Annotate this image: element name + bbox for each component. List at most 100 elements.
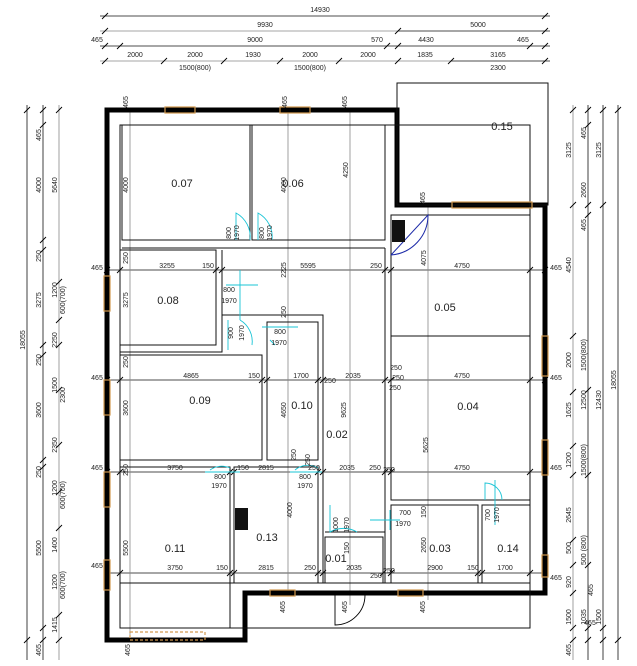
interior-dimension: 2815: [258, 565, 274, 572]
dimension-tick: [39, 624, 47, 632]
dimension-tick: [39, 351, 47, 359]
right-dimension: 920: [566, 576, 573, 588]
door-dimension: 800: [226, 227, 233, 239]
wall-thickness-dimension: 465: [342, 96, 349, 108]
left-dimension: 1415: [52, 617, 59, 633]
dimension-tick: [101, 12, 109, 20]
dimension-tick: [101, 27, 109, 35]
interior-dimension: 9625: [341, 402, 348, 418]
dimension-tick: [541, 42, 549, 50]
dimension-tick: [569, 589, 577, 597]
dimension-tick: [39, 121, 47, 129]
wall-thickness-dimension: 465: [91, 465, 103, 472]
interior-dimension: 250: [123, 356, 130, 368]
door-dimension: 1970: [267, 225, 274, 241]
top-dimension: 2300: [490, 65, 506, 72]
room-number: 0.10: [291, 400, 312, 412]
dimension-tick: [541, 12, 549, 20]
dimension-tick: [55, 278, 63, 286]
dimension-tick: [599, 636, 607, 644]
interior-dimension: 2035: [346, 565, 362, 572]
dimension-tick: [599, 201, 607, 209]
interior-dimension: 2225: [281, 262, 288, 278]
interior-dimension: 2815: [258, 465, 274, 472]
door-dimension: 900: [228, 327, 235, 339]
dimension-tick: [614, 636, 622, 644]
wall-thickness-dimension: 465: [550, 265, 562, 272]
interior-dimension: 4865: [183, 373, 199, 380]
top-dimension: 1500(800): [179, 65, 211, 72]
interior-dimension: 3750: [167, 465, 183, 472]
left-dimension: 2350: [52, 437, 59, 453]
dimension-tick: [276, 57, 284, 65]
dimension-tick: [39, 341, 47, 349]
interior-dimension: 250: [392, 375, 404, 382]
interior-dimension: 250: [369, 465, 381, 472]
dimension-tick: [584, 636, 592, 644]
dimension-tick: [599, 624, 607, 632]
dimension-tick: [394, 42, 402, 50]
interior-dimension: 3255: [159, 263, 175, 270]
door-dimension: 800: [274, 329, 286, 336]
door-dimension: 800: [223, 287, 235, 294]
interior-dimension: 5625: [423, 437, 430, 453]
dimension-tick: [55, 341, 63, 349]
door-dimension: 800: [214, 474, 226, 481]
dimension-tick: [23, 636, 31, 644]
right-dimension: 4540: [566, 257, 573, 273]
door-dimension: 1970: [297, 483, 313, 490]
dimension-tick: [541, 27, 549, 35]
door-dimension: 1970: [344, 517, 351, 533]
dimension-tick: [569, 106, 577, 114]
dimension-tick: [39, 463, 47, 471]
dimension-tick: [383, 42, 391, 50]
dimension-tick: [39, 236, 47, 244]
dimension-tick: [220, 57, 228, 65]
interior-dimension: 4000: [287, 502, 294, 518]
door-dimension: 1000: [333, 517, 340, 533]
right-dimension: 12430: [596, 390, 603, 410]
left-dimension: 2250: [52, 332, 59, 348]
wall-thickness-dimension: 465: [125, 644, 132, 656]
right-dimension: 18055: [611, 370, 618, 390]
right-dimension: 1035: [581, 609, 588, 625]
top-dimension: 2000: [302, 52, 318, 59]
wall-thickness-dimension: 465: [342, 601, 349, 613]
interior-dimension: 150: [216, 565, 228, 572]
left-dimension: 465: [36, 129, 43, 141]
wall-thickness-dimension: 465: [584, 620, 596, 627]
interior-dimension: 250: [390, 365, 402, 372]
left-dimension: 1400: [52, 537, 59, 553]
interior-dimension: 1700: [497, 565, 513, 572]
wall-thickness-dimension: 465: [91, 375, 103, 382]
interior-dimension: 150: [421, 506, 428, 518]
left-dimension: 600(700): [60, 286, 67, 314]
interior-dimension: 150: [467, 565, 479, 572]
top-dimension: 465: [517, 37, 529, 44]
room-number: 0.14: [497, 543, 518, 555]
interior-dimension: 4650: [281, 402, 288, 418]
top-dimension: 4430: [418, 37, 434, 44]
interior-dimension: 250: [370, 573, 382, 580]
dimension-tick: [55, 636, 63, 644]
interior-dimension: 3750: [167, 565, 183, 572]
interior-dimension: 150: [344, 542, 351, 554]
door-dimension: 1970: [211, 483, 227, 490]
interior-dimension: 250: [383, 568, 395, 575]
room-number: 0.09: [189, 395, 210, 407]
wall-thickness-dimension: 465: [91, 265, 103, 272]
top-dimension: 2000: [360, 52, 376, 59]
right-dimension: 1500: [566, 609, 573, 625]
right-dimension: 2000: [566, 352, 573, 368]
top-dimension: 9930: [257, 22, 273, 29]
right-dimension: 500 (800): [581, 535, 588, 565]
dimension-tick: [599, 106, 607, 114]
dimension-tick: [584, 106, 592, 114]
dimension-tick: [101, 57, 109, 65]
top-dimension: 14930: [310, 7, 330, 14]
top-dimension: 2000: [187, 52, 203, 59]
room-number: 0.04: [457, 401, 478, 413]
left-dimension: 1200: [52, 574, 59, 590]
dimension-tick: [23, 106, 31, 114]
